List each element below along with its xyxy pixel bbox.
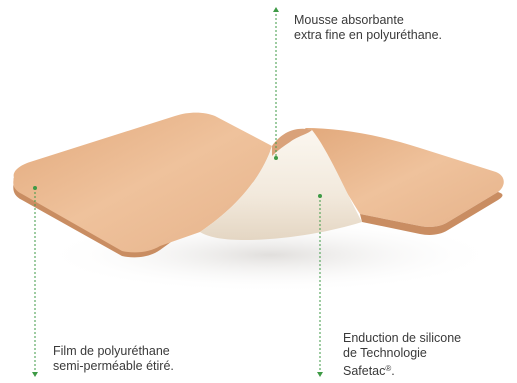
annotation-left-line-2: semi-perméable étiré. <box>53 359 174 374</box>
annotation-absorbent-foam: Mousse absorbante extra fine en polyurét… <box>294 13 442 43</box>
annotation-film: Film de polyuréthane semi-perméable étir… <box>53 344 174 374</box>
safetac-brand: Safetac <box>343 364 385 378</box>
annotation-right-end: . <box>391 364 394 378</box>
annotation-top-line-2: extra fine en polyuréthane. <box>294 28 442 43</box>
leader-line-left <box>32 186 38 377</box>
annotation-left-line-1: Film de polyuréthane <box>53 344 174 359</box>
annotation-top-line-1: Mousse absorbante <box>294 13 442 28</box>
leader-line-top <box>273 7 279 160</box>
annotation-right-line-1: Enduction de silicone <box>343 331 461 346</box>
annotation-right-line-3: Safetac®. <box>343 361 461 379</box>
annotation-right-line-2: de Technologie <box>343 346 461 361</box>
annotation-silicone: Enduction de silicone de Technologie Saf… <box>343 331 461 379</box>
